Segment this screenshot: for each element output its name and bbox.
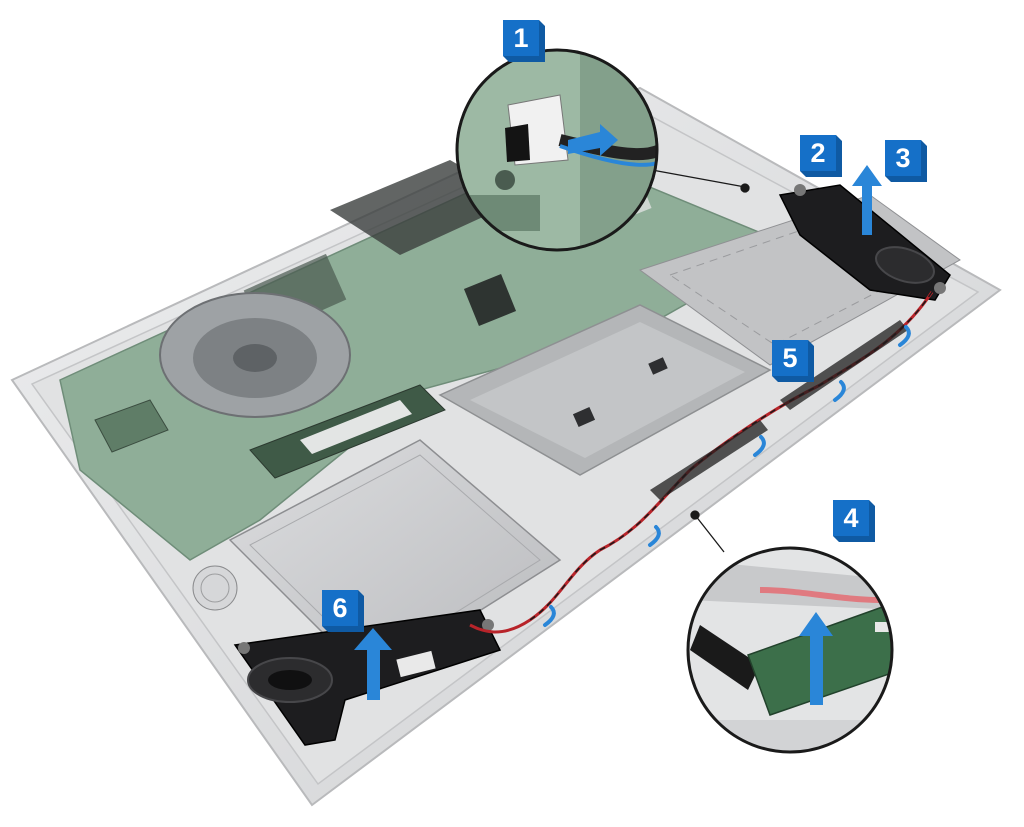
callout-4: 4 [833,500,875,542]
coin-cell-battery [192,565,238,611]
speaker-cable [469,291,934,634]
routing-arrows [543,325,911,627]
callout-6: 6 [322,590,364,632]
system-fan [159,292,351,418]
lift-arrows [354,165,882,700]
leader-lines [651,169,750,553]
detail-circle-connector [455,48,659,252]
detail-circle-led-board [686,546,894,754]
callout-2-label: 2 [810,138,825,168]
callout-1: 1 [503,20,545,62]
wireless-card [94,399,169,453]
callout-3: 3 [885,140,927,182]
callout-3-label: 3 [895,143,910,173]
callout-5-label: 5 [782,343,797,373]
callout-6-label: 6 [332,593,347,623]
callout-1-label: 1 [513,23,528,53]
right-speaker [778,184,951,301]
solid-state-drive [249,384,446,479]
callout-4-label: 4 [843,503,858,533]
callout-2: 2 [800,135,842,177]
touchpad [438,304,772,476]
callout-5: 5 [772,340,814,382]
